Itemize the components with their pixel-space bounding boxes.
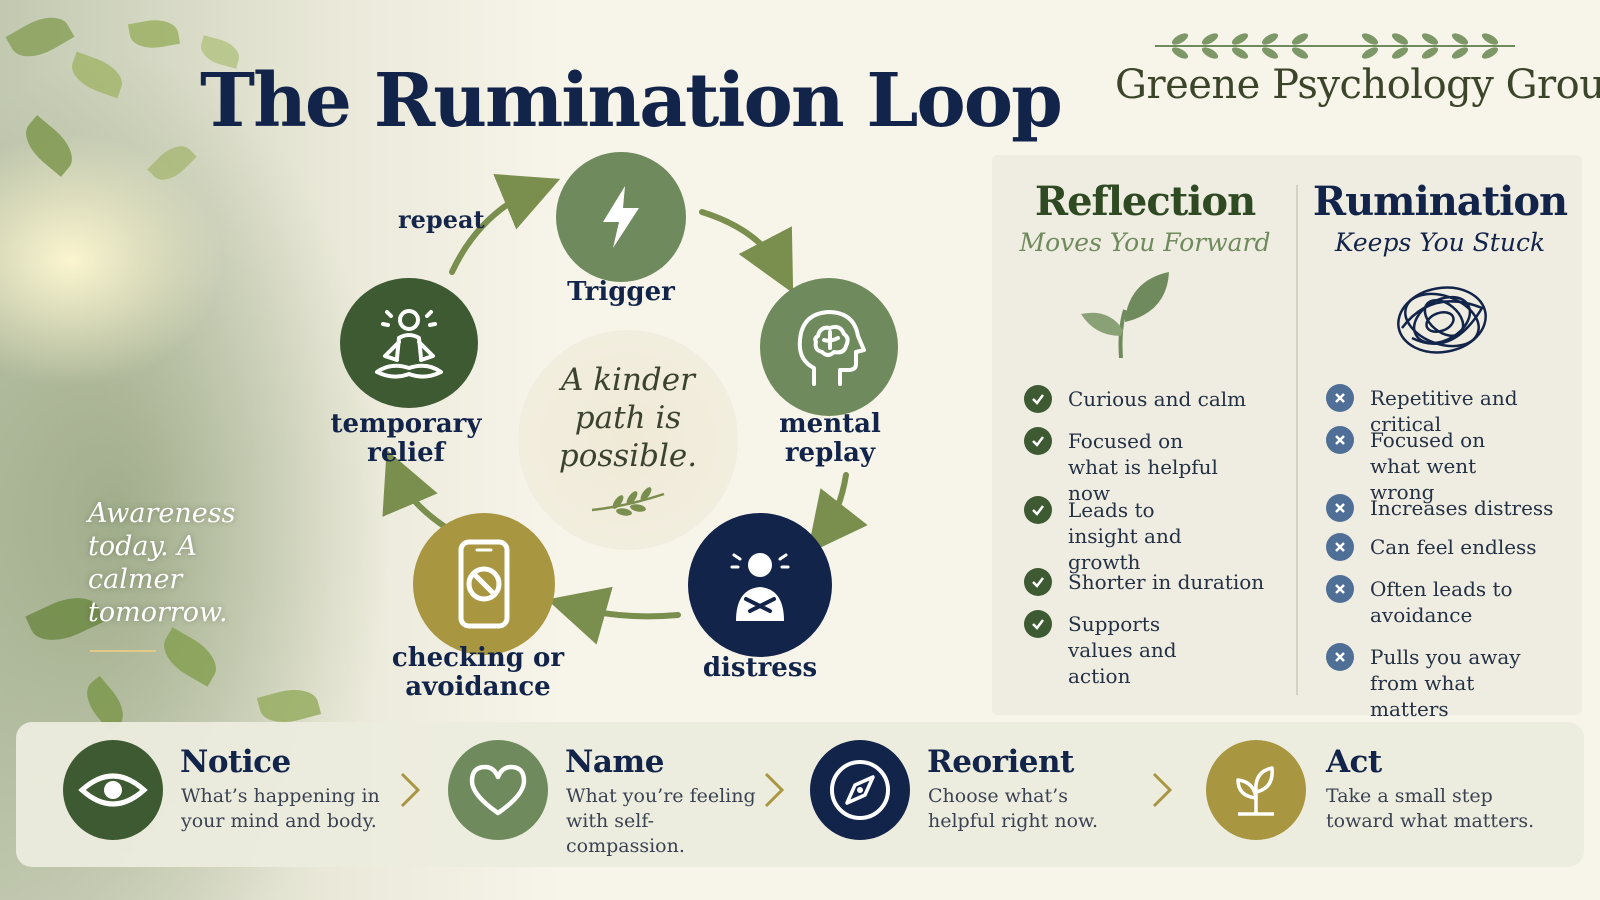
node-label-trigger: Trigger: [567, 277, 675, 307]
step-reorient-icon-wrap: [810, 740, 910, 840]
step-desc: Choose what’s helpful right now.: [928, 785, 1099, 833]
chevron-right-icon: [400, 772, 421, 808]
laurel-sprig-icon: [1155, 33, 1515, 59]
center-sprig-icon: [591, 487, 665, 516]
x-icon: [1326, 426, 1354, 454]
x-icon: [1326, 384, 1354, 412]
reflection-item: Leads to insight and growth: [1024, 496, 1224, 575]
node-distress: [688, 513, 832, 657]
lightning-icon: [603, 186, 639, 248]
sprout-icon: [1236, 766, 1274, 816]
tangled-scribble-icon: [1397, 286, 1487, 354]
page-title: The Rumination Loop: [200, 58, 1063, 144]
arrow-replay-to-distress: [807, 472, 868, 554]
heart-icon: [469, 764, 527, 816]
rumination-item: Increases distress: [1326, 494, 1576, 522]
step-desc: What’s happening in your mind and body.: [181, 785, 380, 833]
check-icon: [1024, 568, 1052, 596]
chevron-right-icon: [764, 772, 785, 808]
rumination-item: Focused on what went wrong: [1326, 426, 1536, 505]
comparison-panel: [992, 155, 1582, 715]
node-label-mental-replay: mental replay: [779, 409, 881, 468]
node-mental-replay: [760, 278, 898, 416]
reflection-item: Curious and calm: [1024, 385, 1274, 413]
meditation-icon: [375, 309, 443, 379]
check-icon: [1024, 385, 1052, 413]
chevron-right-icon: [1152, 772, 1173, 808]
quote-divider: [90, 650, 156, 652]
rumination-subtitle: Keeps You Stuck: [1334, 228, 1546, 257]
node-label-distress: distress: [702, 653, 818, 683]
node-temporary-relief: [340, 278, 478, 408]
step-desc: What you’re feeling with self-compassion…: [566, 785, 756, 858]
rumination-item: Often leads to avoidance: [1326, 575, 1526, 628]
reflection-title: Reflection: [1034, 178, 1256, 225]
brand-name: Greene Psychology Group: [1115, 62, 1600, 108]
compass-icon: [830, 760, 890, 820]
x-icon: [1326, 643, 1354, 671]
step-notice-icon-wrap: [63, 740, 163, 840]
arrow-checking-to-relief: [382, 449, 453, 533]
step-desc: Take a small step toward what matters.: [1326, 785, 1535, 833]
brain-icon: [797, 310, 866, 386]
step-title: Notice: [180, 744, 291, 780]
rumination-item: Pulls you away from what matters: [1326, 643, 1546, 722]
x-icon: [1326, 494, 1354, 522]
rumination-item: Repetitive and critical: [1326, 384, 1576, 437]
distressed-person-icon: [730, 553, 790, 621]
reflection-subtitle: Moves You Forward: [1019, 228, 1271, 257]
x-icon: [1326, 533, 1354, 561]
rumination-title: Rumination: [1312, 178, 1568, 225]
x-icon: [1326, 575, 1354, 603]
node-trigger: [556, 152, 686, 282]
steps-bar: [16, 722, 1584, 867]
eye-icon: [78, 773, 148, 807]
arrow-distress-to-checking: [546, 586, 681, 645]
node-label-checking-or-avoidance: checking or avoidance: [391, 643, 565, 702]
arrow-trigger-to-replay: [699, 209, 794, 294]
check-icon: [1024, 496, 1052, 524]
check-icon: [1024, 427, 1052, 455]
step-act-icon-wrap: [1206, 740, 1306, 840]
node-label-temporary-relief: temporary relief: [330, 409, 482, 468]
reflection-item: Supports values and action: [1024, 610, 1224, 689]
node-checking-or-avoidance: [413, 513, 555, 655]
leaf-sprout-icon: [1081, 272, 1169, 359]
step-name-icon-wrap: [448, 740, 548, 840]
phone-blocked-icon: [458, 539, 510, 629]
reflection-item: Focused on what is helpful now: [1024, 427, 1224, 506]
reflection-item: Shorter in duration: [1024, 568, 1274, 596]
repeat-label: repeat: [398, 205, 485, 234]
rumination-item: Can feel endless: [1326, 533, 1576, 561]
side-quote: Awareness today. A calmer tomorrow.: [88, 498, 236, 628]
step-title: Act: [1326, 744, 1382, 780]
step-title: Reorient: [927, 744, 1074, 780]
center-message: A kinder path is possible.: [558, 362, 698, 474]
step-title: Name: [565, 744, 664, 780]
arrow-relief-to-trigger: [449, 174, 561, 275]
check-icon: [1024, 610, 1052, 638]
panel-divider: [1296, 185, 1298, 695]
